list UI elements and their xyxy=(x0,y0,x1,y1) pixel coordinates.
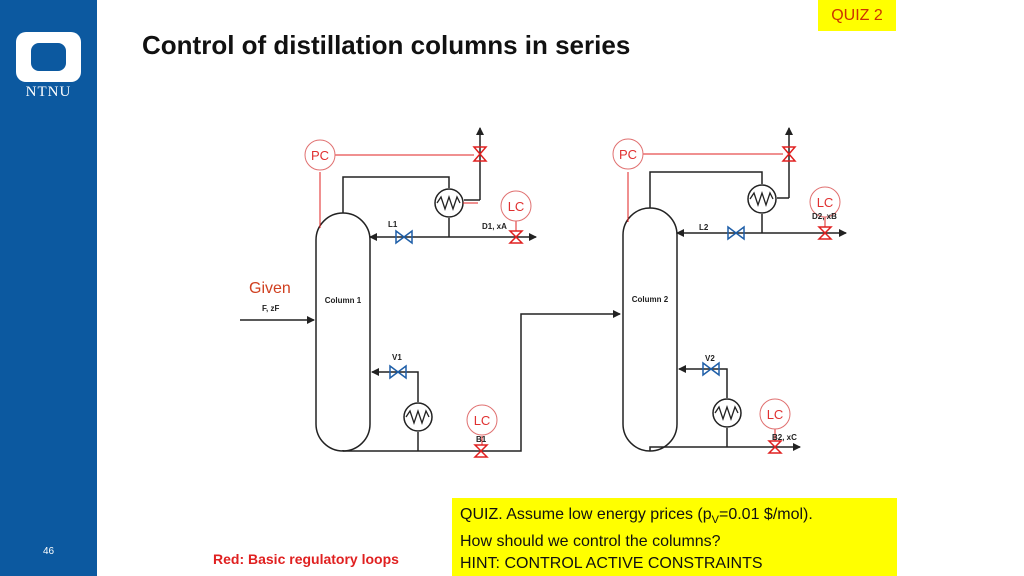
valve-l2-icon xyxy=(727,225,745,241)
pc-1-label: PC xyxy=(311,148,329,163)
legend-note: Red: Basic regulatory loops xyxy=(213,551,399,567)
quiz-box: QUIZ. Assume low energy prices (pV=0.01 … xyxy=(452,498,897,576)
column-2-group xyxy=(622,127,847,452)
valve-d2-icon xyxy=(817,226,833,240)
lc-1-top-label: LC xyxy=(508,199,525,214)
v2-label: V2 xyxy=(705,354,715,363)
lc-2-bottom-controller: LC xyxy=(759,398,791,430)
valve-vent-2-icon xyxy=(781,146,797,162)
condenser-2-icon xyxy=(747,184,777,214)
quiz-line-2: How should we control the columns? xyxy=(460,533,721,551)
d1-label: D1, xA xyxy=(482,222,507,231)
lc-1-top-controller: LC xyxy=(500,190,532,222)
reboiler-2-icon xyxy=(712,398,742,428)
column-2-bottoms-pipe xyxy=(649,443,801,451)
column-1-reboiler-vapor xyxy=(371,368,419,402)
valve-v1-icon xyxy=(389,364,407,380)
slide-number: 46 xyxy=(42,546,55,557)
valve-vent-1-icon xyxy=(472,146,488,162)
lc-2-bottom-label: LC xyxy=(767,407,784,422)
valve-b1-icon xyxy=(473,444,489,458)
control-lines xyxy=(319,153,826,445)
quiz-line-3: HINT: CONTROL ACTIVE CONSTRAINTS xyxy=(460,555,763,573)
column-1-vessel xyxy=(315,212,371,452)
lc-1-bottom-controller: LC xyxy=(466,404,498,436)
pc-1-controller: PC xyxy=(304,139,336,171)
column-1-label: Column 1 xyxy=(325,296,362,305)
pc-2-controller: PC xyxy=(612,138,644,170)
lc-2-top-controller: LC xyxy=(809,186,841,218)
quiz-line-1-post: =0.01 $/mol). xyxy=(718,506,813,523)
d2-label: D2, xB xyxy=(812,212,837,221)
ntnu-logo xyxy=(16,32,81,82)
column-2-label: Column 2 xyxy=(632,295,669,304)
column-1-group xyxy=(240,127,621,452)
b2-label: B2, xC xyxy=(772,433,797,442)
b1-label: B1 xyxy=(476,435,487,444)
column-1-vapor-line xyxy=(342,176,450,213)
column-2-reboiler-vapor xyxy=(678,365,728,398)
given-label: Given xyxy=(249,280,291,297)
quiz-line-1-pre: QUIZ. Assume low energy prices (p xyxy=(460,506,712,523)
quiz-line-1: QUIZ. Assume low energy prices (pV=0.01 … xyxy=(460,504,889,531)
l2-label: L2 xyxy=(699,223,709,232)
feed-label: F, zF xyxy=(262,304,279,313)
l1-label: L1 xyxy=(388,220,398,229)
valve-v2-icon xyxy=(702,361,720,377)
page-title: Control of distillation columns in serie… xyxy=(142,30,631,60)
reboiler-1-icon xyxy=(403,402,433,432)
valve-d1-icon xyxy=(508,230,524,244)
quiz-line-1-sub: V xyxy=(711,514,719,527)
valve-b2-icon xyxy=(767,440,783,454)
quiz-tag: QUIZ 2 xyxy=(818,0,896,31)
column-2-vessel xyxy=(622,207,678,452)
pc-2-label: PC xyxy=(619,147,637,162)
condenser-1-icon xyxy=(434,188,478,218)
valve-l1-icon xyxy=(395,229,413,245)
column-1-bottoms-pipe xyxy=(343,310,621,452)
lc-2-top-label: LC xyxy=(817,195,834,210)
logo-text: NTNU xyxy=(25,84,72,100)
column-2-vapor-line xyxy=(649,171,763,208)
lc-1-bottom-label: LC xyxy=(474,413,491,428)
sidebar: NTNU 46 xyxy=(0,0,97,576)
v1-label: V1 xyxy=(392,353,402,362)
